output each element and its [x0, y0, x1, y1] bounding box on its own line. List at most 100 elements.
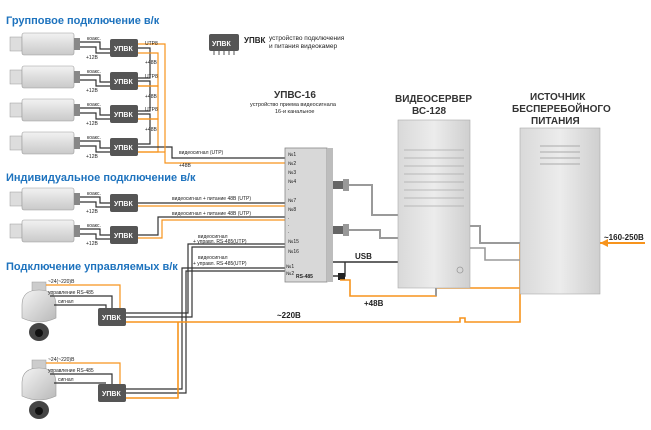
- upvk-individual-2: УПВК: [110, 226, 138, 244]
- upvs-16-device: [284, 147, 333, 283]
- label-220v: ~220В: [277, 311, 301, 320]
- label-ac-ptz2: ~24(~220)В: [48, 357, 75, 363]
- bnc-connector-2: [333, 224, 349, 236]
- legend-bold: УПВК: [244, 36, 266, 45]
- group-camera-2: [9, 65, 80, 89]
- label-video-utp: видеосигнал (UTP): [179, 150, 224, 156]
- server-title-1: ВИДЕОСЕРВЕР: [395, 94, 472, 105]
- svg-text:УПВК: УПВК: [102, 391, 121, 398]
- label-rs485-ptz2: управление RS-485: [48, 368, 94, 374]
- label-video-ctrl-2a: видеосигнал: [198, 255, 228, 261]
- label-koaks-g2: коакс.: [87, 69, 101, 75]
- ptz-camera-2: [21, 359, 57, 419]
- svg-text:УПВК: УПВК: [114, 46, 133, 53]
- upvs-port-label: .: [288, 229, 289, 235]
- upvs-port-label: №1: [288, 152, 296, 158]
- label-video-power-2: видеосигнал + питание 48В (UTP): [172, 211, 251, 217]
- legend: УПВК УПВК устройство подключения и питан…: [209, 34, 345, 55]
- label-koaks-g4: коакс.: [87, 135, 101, 141]
- upvs-port-label: №16: [288, 249, 299, 255]
- upvs-port-label: №2: [286, 271, 294, 277]
- svg-text:УПВК: УПВК: [114, 201, 133, 208]
- group-camera-1: [9, 32, 80, 56]
- label-plus12-g1: +12В: [86, 55, 98, 61]
- upvs-port-label: №8: [288, 207, 296, 213]
- ups-title-2: БЕСПЕРЕБОЙНОГО: [512, 102, 611, 115]
- upvs-port-label: .: [288, 186, 289, 192]
- label-48v-1: +48В: [145, 60, 157, 66]
- upvs-port-label: №15: [288, 239, 299, 245]
- label-video-power-1: видеосигнал + питание 48В (UTP): [172, 196, 251, 202]
- upvk-ptz-1: УПВК: [98, 308, 126, 326]
- ups-title-1: ИСТОЧНИК: [530, 92, 586, 103]
- video-server: [397, 119, 471, 289]
- label-input-ac: ~160-250В: [604, 233, 644, 242]
- label-koaks-g3: коакс.: [87, 102, 101, 108]
- label-koaks-i2: коакс.: [87, 223, 101, 229]
- upvk-group-1: УПВК: [110, 39, 138, 57]
- section-title-controlled: Подключение управляемых в/к: [6, 261, 178, 273]
- label-plus12-i2: +12В: [86, 241, 98, 247]
- label-rs485-ptz1: управление RS-485: [48, 290, 94, 296]
- label-48v-2: +48В: [145, 94, 157, 100]
- label-koaks-g1: коакс.: [87, 36, 101, 42]
- svg-text:УПВК: УПВК: [114, 112, 133, 119]
- individual-camera-2: [9, 219, 80, 243]
- label-plus12-g4: +12В: [86, 154, 98, 160]
- server-title-2: ВС-128: [412, 106, 447, 117]
- legend-line1: устройство подключения: [269, 34, 345, 42]
- upvs-port-label: №4: [288, 179, 296, 185]
- label-video-ctrl-1b: + управл. RS-485(UTP): [193, 239, 247, 245]
- svg-text:УПВК: УПВК: [114, 145, 133, 152]
- legend-badge-text: УПВК: [212, 41, 231, 48]
- legend-line2: и питания видеокамер: [269, 43, 337, 50]
- label-utp8-1: UTP8: [145, 41, 158, 47]
- ups-device: [519, 127, 601, 295]
- ups-title-3: ПИТАНИЯ: [531, 116, 580, 127]
- upvs-port-label: .: [288, 222, 289, 228]
- upvk-ptz-2: УПВК: [98, 384, 126, 402]
- label-48v-3: +48В: [145, 127, 157, 133]
- label-usb: USB: [355, 252, 372, 261]
- label-signal-ptz2: сигнал: [58, 377, 74, 383]
- section-title-group: Групповое подключение в/к: [6, 15, 160, 27]
- upvk-individual-1: УПВК: [110, 194, 138, 212]
- label-plus12-i1: +12В: [86, 209, 98, 215]
- upvk-group-2: УПВК: [110, 72, 138, 90]
- label-ac-ptz1: ~24(~220)В: [48, 279, 75, 285]
- rs485-connector: [338, 273, 345, 280]
- label-video-ctrl-2b: + управл. RS-485(UTP): [193, 261, 247, 267]
- upvk-group-3: УПВК: [110, 105, 138, 123]
- label-48v-4: +48В: [179, 163, 191, 169]
- label-utp8-3: UTP8: [145, 107, 158, 113]
- ptz-camera-1: [21, 281, 57, 341]
- individual-camera-1: [9, 187, 80, 211]
- label-plus12-g3: +12В: [86, 121, 98, 127]
- svg-text:УПВК: УПВК: [114, 79, 133, 86]
- bnc-connector-1: [333, 179, 349, 191]
- group-camera-4: [9, 131, 80, 155]
- svg-text:УПВК: УПВК: [114, 233, 133, 240]
- upvk-group-4: УПВК: [110, 138, 138, 156]
- group-camera-3: [9, 98, 80, 122]
- input-ac-arrow: [600, 239, 608, 247]
- upvs-port-label: №2: [288, 161, 296, 167]
- label-rs485-port: RS-485: [296, 274, 313, 280]
- label-signal-ptz1: сигнал: [58, 299, 74, 305]
- svg-text:УПВК: УПВК: [102, 315, 121, 322]
- label-48v-big: +48В: [364, 299, 384, 308]
- label-plus12-g2: +12В: [86, 88, 98, 94]
- upvs-port-label: №7: [288, 198, 296, 204]
- label-koaks-i1: коакс.: [87, 191, 101, 197]
- upvs-subtitle-1: устройство приема видеосигнала: [250, 101, 337, 108]
- section-title-individual: Индивидуальное подключение в/к: [6, 172, 196, 184]
- label-video-ctrl-1a: видеосигнал: [198, 234, 228, 240]
- label-utp8-2: UTP8: [145, 74, 158, 80]
- upvs-port-label: №1: [286, 264, 294, 270]
- upvs-port-label: .: [288, 215, 289, 221]
- upvs-port-label: №3: [288, 170, 296, 176]
- upvs-title: УПВС-16: [274, 90, 316, 101]
